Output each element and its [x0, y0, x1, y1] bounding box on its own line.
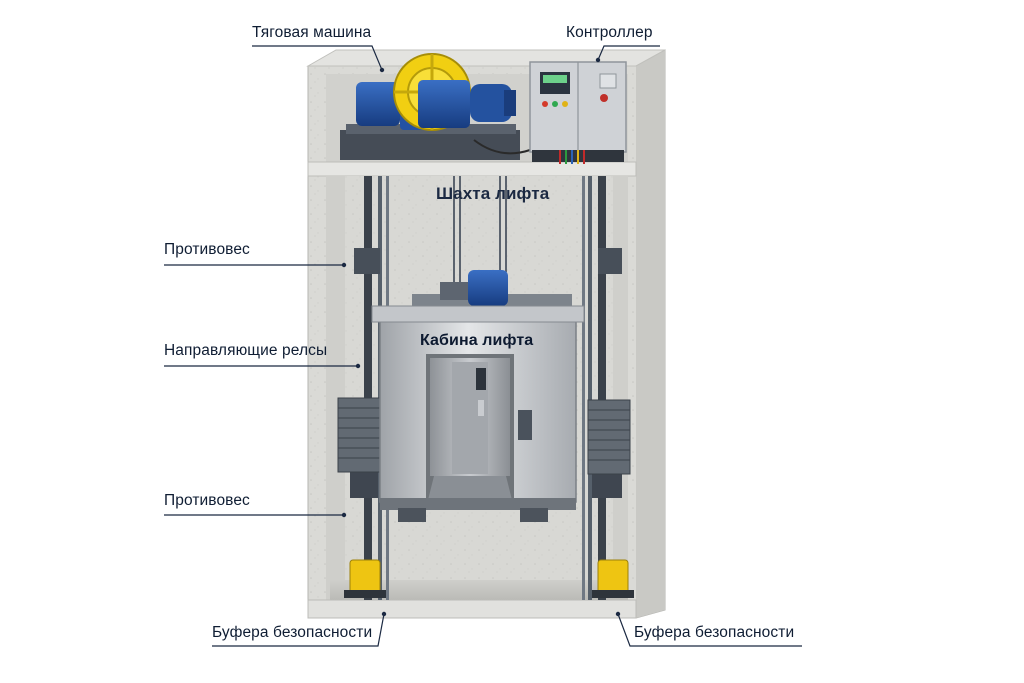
buffer-left: [344, 559, 386, 598]
buffer-right: [592, 559, 634, 598]
label-counterweight-bottom: Противовес: [164, 492, 250, 509]
label-guide-rails: Направляющие релсы: [164, 342, 328, 359]
shaft-floor-edge: [307, 599, 637, 619]
leader-controller: [597, 45, 660, 61]
hoist-ropes: [453, 176, 507, 282]
label-buffers-left: Буфера безопасности: [212, 624, 373, 641]
counterweight-right: [587, 399, 631, 475]
label-counterweight-top: Противовес: [164, 241, 250, 258]
label-buffers-right: Буфера безопасности: [634, 624, 795, 641]
traction-machine: [340, 53, 531, 160]
label-traction-machine: Тяговая машина: [252, 24, 372, 41]
label-cabin: Кабина лифта: [420, 332, 534, 349]
leader-traction-machine: [252, 45, 383, 71]
elevator-cabin: [371, 305, 585, 522]
label-shaft: Шахта лифта: [436, 184, 550, 203]
counterweight-left: [337, 397, 383, 473]
leader-buffers-left: [212, 613, 385, 647]
leader-lines: [164, 45, 802, 647]
leader-buffers-right: [617, 613, 802, 647]
controller-cabinet: [529, 61, 627, 164]
car-top-machine: [412, 270, 572, 306]
label-controller: Контроллер: [566, 24, 653, 41]
shaft-pit: [330, 580, 628, 602]
shaft-side-face: [636, 50, 665, 618]
machine-room-slab: [307, 161, 637, 177]
